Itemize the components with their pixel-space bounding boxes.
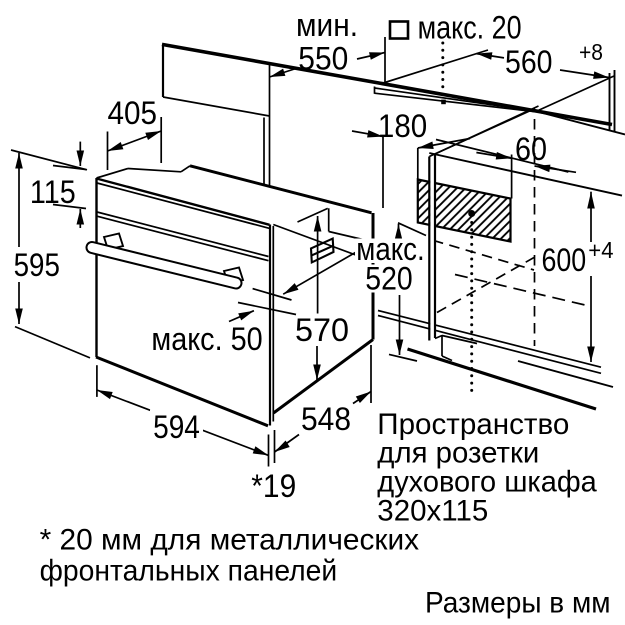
svg-text:духового шкафа: духового шкафа	[377, 465, 597, 498]
svg-text:115: 115	[30, 174, 76, 210]
svg-text:550: 550	[298, 41, 348, 77]
svg-text:60: 60	[515, 131, 547, 167]
svg-text:560: 560	[505, 44, 553, 80]
svg-text:для розетки: для розетки	[377, 437, 539, 470]
svg-text:фронтальных панелей: фронтальных панелей	[40, 555, 338, 588]
svg-text:*19: *19	[251, 468, 296, 504]
svg-text:594: 594	[153, 409, 200, 445]
svg-text:+8: +8	[579, 39, 603, 65]
svg-text:595: 595	[14, 247, 60, 283]
svg-text:405: 405	[108, 95, 158, 131]
svg-text:макс. 50: макс. 50	[151, 321, 262, 357]
svg-text:* 20 мм для металлических: * 20 мм для металлических	[40, 524, 420, 557]
svg-text:320x115: 320x115	[377, 494, 488, 527]
svg-text:Размеры в мм: Размеры в мм	[425, 587, 611, 620]
svg-text:548: 548	[301, 401, 351, 437]
svg-text:+4: +4	[588, 237, 613, 263]
svg-text:Пространство: Пространство	[377, 408, 569, 441]
svg-text:макс.: макс.	[356, 231, 424, 267]
svg-text:макс. 20: макс. 20	[418, 10, 522, 46]
svg-text:мин.: мин.	[296, 7, 358, 43]
svg-text:570: 570	[295, 312, 349, 348]
svg-text:180: 180	[378, 108, 427, 144]
svg-text:520: 520	[365, 261, 412, 297]
svg-text:600: 600	[542, 242, 587, 278]
